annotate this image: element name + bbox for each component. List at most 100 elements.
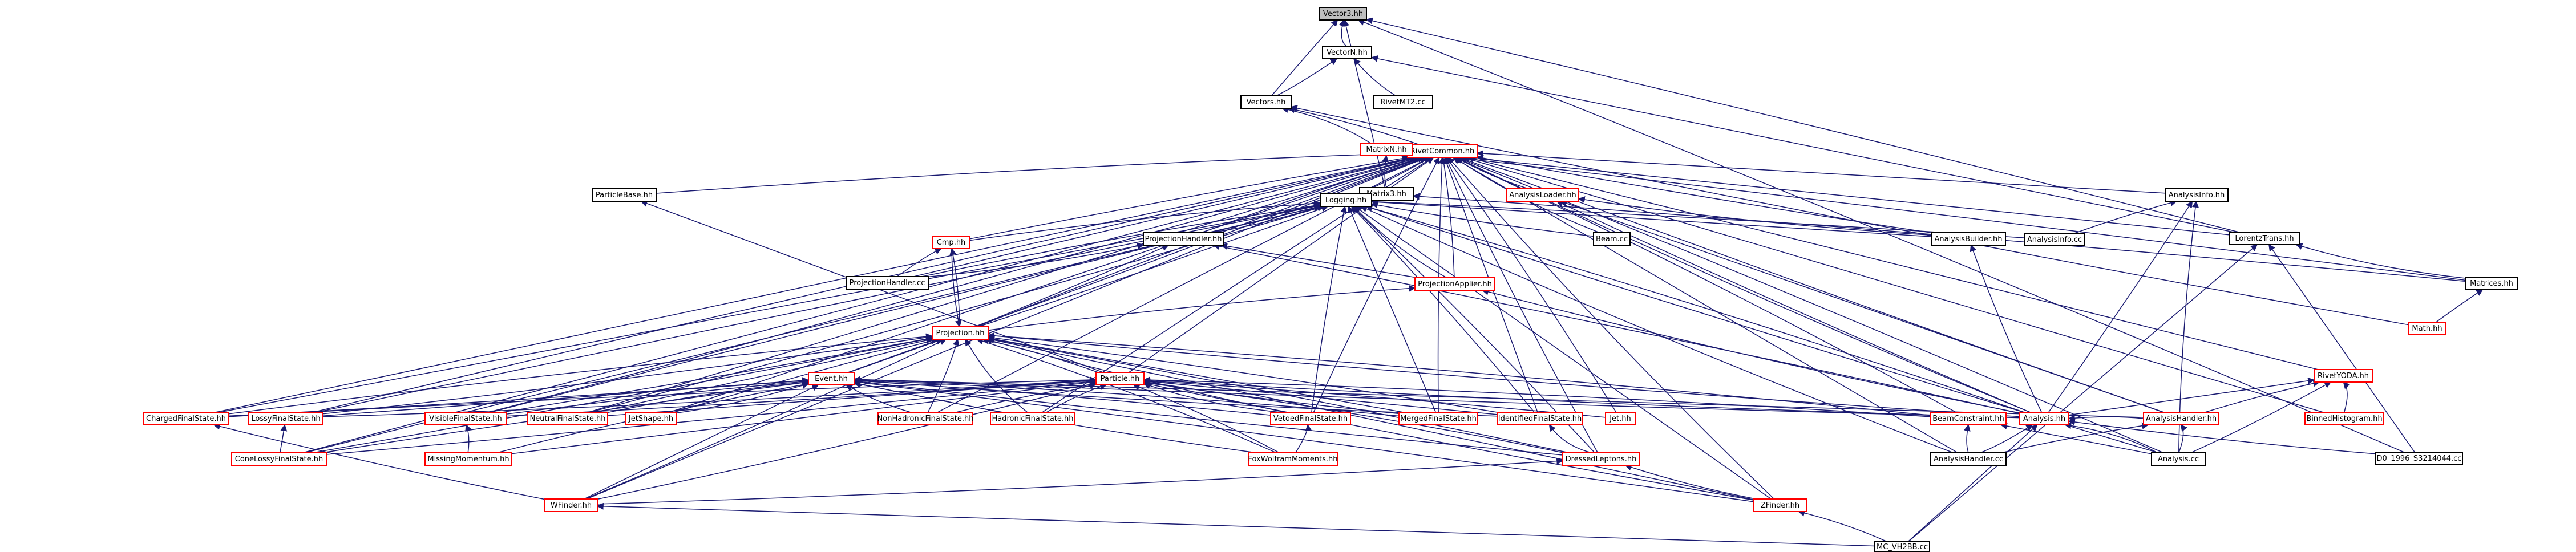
node-vectors[interactable]: Vectors.hh [1240, 95, 1292, 109]
node-cmp[interactable]: Cmp.hh [932, 236, 970, 249]
node-box[interactable] [2408, 322, 2446, 335]
node-box[interactable] [2304, 412, 2384, 425]
node-vector3[interactable]: Vector3.hh [1319, 7, 1367, 21]
node-foxwolfram[interactable]: FoxWolframMoments.hh [1248, 452, 1338, 466]
node-lorentztrans[interactable]: LorentzTrans.hh [2229, 232, 2300, 245]
node-box[interactable] [1398, 412, 1478, 425]
node-box[interactable] [1605, 412, 1636, 425]
node-hadronicfs[interactable]: HadronicFinalState.hh [990, 412, 1075, 425]
node-identifiedfs[interactable]: IdentifiedFinalState.hh [1497, 412, 1583, 425]
node-analysiscc[interactable]: Analysis.cc [2151, 452, 2206, 466]
node-logging[interactable]: Logging.hh [1320, 193, 1372, 207]
node-zfinder[interactable]: ZFinder.hh [1753, 498, 1807, 512]
node-box[interactable] [592, 188, 657, 202]
node-box[interactable] [1373, 95, 1433, 109]
node-vectorn[interactable]: VectorN.hh [1322, 46, 1372, 59]
node-mcvh2bb[interactable]: MC_VH2BB.cc [1874, 541, 1930, 552]
node-box[interactable] [1497, 412, 1583, 425]
node-box[interactable] [2314, 369, 2373, 383]
node-wfinder[interactable]: WFinder.hh [544, 498, 598, 512]
node-box[interactable] [1320, 193, 1372, 207]
node-rivetyoda[interactable]: RivetYODA.hh [2314, 369, 2373, 383]
node-analysishandlerhh[interactable]: AnalysisHandler.hh [2143, 412, 2219, 425]
node-beamconstraint[interactable]: BeamConstraint.hh [1930, 412, 2007, 425]
node-analysisinfocc[interactable]: AnalysisInfo.cc [2024, 233, 2085, 246]
node-box[interactable] [625, 412, 677, 425]
node-projectionhandlerhh[interactable]: ProjectionHandler.hh [1143, 232, 1224, 246]
node-box[interactable] [1143, 232, 1224, 246]
node-box[interactable] [143, 412, 229, 425]
node-box[interactable] [231, 452, 327, 466]
node-box[interactable] [932, 236, 970, 249]
node-rivetmt2[interactable]: RivetMT2.cc [1373, 95, 1433, 109]
node-binnedhistogram[interactable]: BinnedHistogram.hh [2304, 412, 2384, 425]
node-box[interactable] [1931, 232, 2006, 246]
node-analysishandlercc[interactable]: AnalysisHandler.cc [1930, 452, 2007, 466]
node-vetoedfs[interactable]: VetoedFinalState.hh [1270, 412, 1351, 425]
node-box[interactable] [2375, 452, 2463, 465]
node-projectionapplier[interactable]: ProjectionApplier.hh [1414, 277, 1495, 291]
node-box[interactable] [424, 452, 512, 466]
node-box[interactable] [2465, 277, 2518, 290]
node-projectionhandlercc[interactable]: ProjectionHandler.cc [846, 276, 929, 290]
node-box[interactable] [1322, 46, 1372, 59]
node-box[interactable] [2143, 412, 2219, 425]
node-box[interactable] [808, 372, 855, 385]
node-box[interactable] [932, 326, 989, 340]
node-box[interactable] [1360, 143, 1413, 156]
node-box[interactable] [424, 412, 507, 425]
node-nonhadronicfs[interactable]: NonHadronicFinalState.hh [877, 412, 974, 425]
node-box[interactable] [1095, 372, 1145, 385]
node-analysishh[interactable]: Analysis.hh [2019, 412, 2069, 425]
edge-zfinder-to-mcvh2bb [1798, 509, 1887, 542]
node-box[interactable] [1319, 7, 1367, 21]
node-box[interactable] [2229, 232, 2300, 245]
node-chargedfs[interactable]: ChargedFinalState.hh [143, 412, 229, 425]
node-box[interactable] [1506, 188, 1579, 202]
node-box[interactable] [2024, 233, 2085, 246]
node-box[interactable] [1562, 452, 1640, 466]
node-particle[interactable]: Particle.hh [1095, 372, 1145, 385]
node-box[interactable] [1248, 452, 1338, 466]
node-box[interactable] [990, 412, 1075, 425]
node-matrix3[interactable]: Matrix3.hh [1359, 187, 1414, 201]
node-math[interactable]: Math.hh [2408, 322, 2446, 335]
node-conelossyfs[interactable]: ConeLossyFinalState.hh [231, 452, 327, 466]
node-box[interactable] [2151, 452, 2206, 466]
node-box[interactable] [846, 276, 929, 290]
node-d0[interactable]: D0_1996_S3214044.cc [2375, 452, 2463, 465]
node-rivetcommon[interactable]: RivetCommon.hh [1407, 144, 1478, 158]
node-matrixn[interactable]: MatrixN.hh [1360, 143, 1413, 156]
node-mergedfs[interactable]: MergedFinalState.hh [1398, 412, 1478, 425]
node-neutralfs[interactable]: NeutralFinalState.hh [527, 412, 608, 425]
node-beam[interactable]: Beam.cc [1593, 232, 1631, 246]
node-box[interactable] [1930, 452, 2007, 466]
node-box[interactable] [1414, 277, 1495, 291]
node-box[interactable] [1240, 95, 1292, 109]
node-box[interactable] [1753, 498, 1807, 512]
node-box[interactable] [1930, 412, 2007, 425]
node-box[interactable] [2019, 412, 2069, 425]
node-box[interactable] [877, 412, 973, 425]
node-visiblefs[interactable]: VisibleFinalState.hh [424, 412, 507, 425]
node-lossyfs[interactable]: LossyFinalState.hh [248, 412, 323, 425]
node-analysisbuilder[interactable]: AnalysisBuilder.hh [1931, 232, 2006, 246]
node-analysisinfohh[interactable]: AnalysisInfo.hh [2165, 188, 2229, 202]
node-box[interactable] [1593, 232, 1631, 246]
node-box[interactable] [248, 412, 323, 425]
node-dressedleptons[interactable]: DressedLeptons.hh [1562, 452, 1640, 466]
node-matrices[interactable]: Matrices.hh [2465, 277, 2518, 290]
node-box[interactable] [527, 412, 608, 425]
node-label: VetoedFinalState.hh [1273, 415, 1348, 423]
node-analysisloader[interactable]: AnalysisLoader.hh [1506, 188, 1579, 202]
node-box[interactable] [2165, 188, 2229, 202]
node-box[interactable] [544, 498, 598, 512]
node-event[interactable]: Event.hh [808, 372, 855, 385]
node-projection[interactable]: Projection.hh [932, 326, 989, 340]
node-jetshape[interactable]: JetShape.hh [625, 412, 677, 425]
node-particlebase[interactable]: ParticleBase.hh [592, 188, 657, 202]
node-box[interactable] [1270, 412, 1351, 425]
node-jet[interactable]: Jet.hh [1605, 412, 1636, 425]
node-missingmomentum[interactable]: MissingMomentum.hh [424, 452, 512, 466]
node-box[interactable] [1874, 541, 1930, 552]
